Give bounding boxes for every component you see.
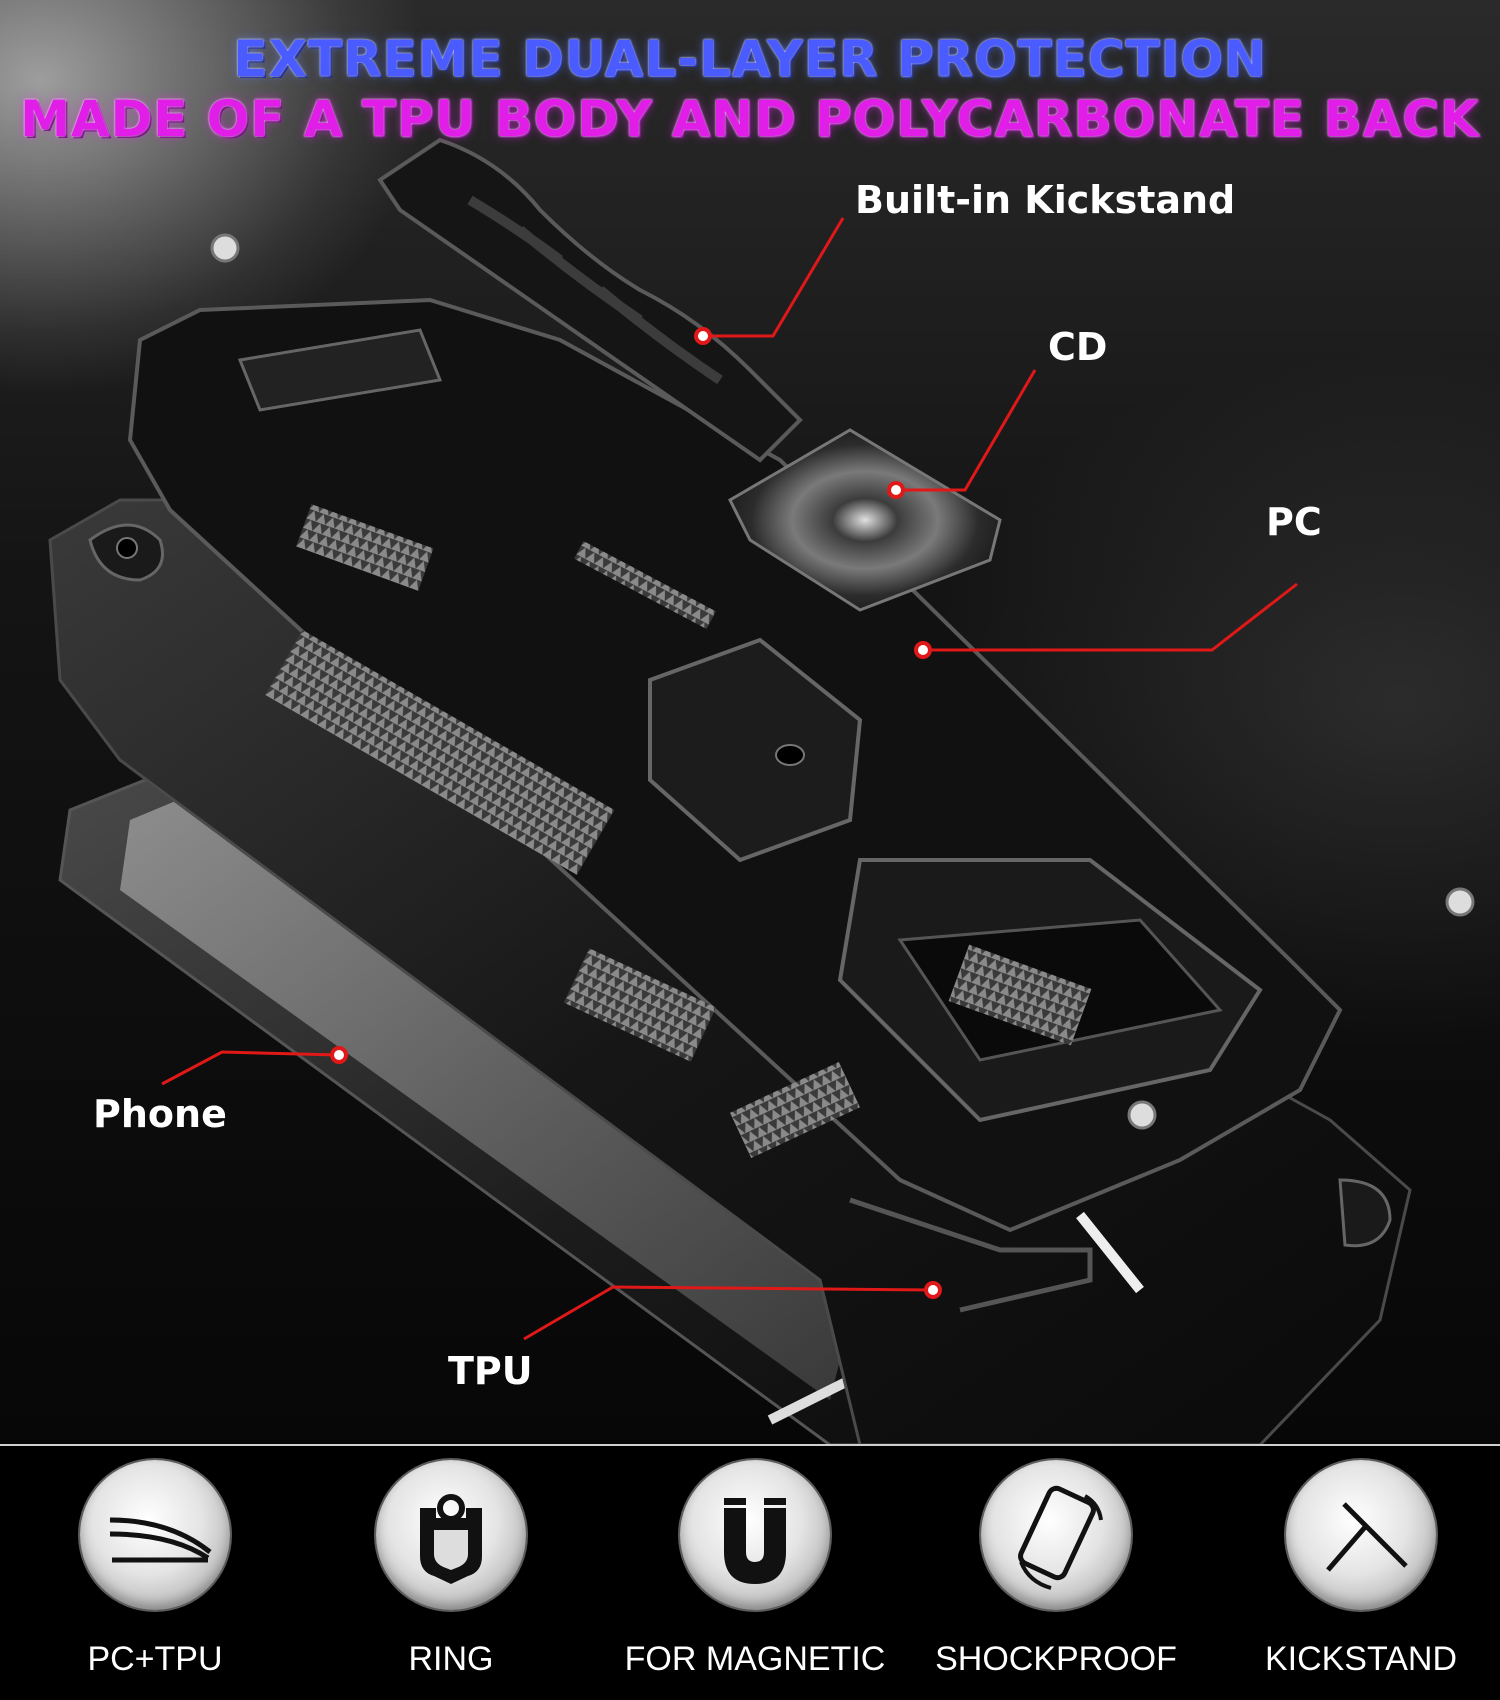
- feature-ring: RING: [301, 1460, 601, 1690]
- product-showcase: EXTREME DUAL-LAYER PROTECTION MADE OF A …: [0, 0, 1500, 1445]
- leader-pc: [923, 582, 1298, 652]
- feature-label: PC+TPU: [87, 1640, 223, 1678]
- callout-tpu: TPU: [448, 1349, 533, 1393]
- feature-label: KICKSTAND: [1264, 1640, 1458, 1678]
- pc-layer: [127, 297, 1343, 1233]
- screw-decor: [210, 233, 1475, 1130]
- leader-dots: [330, 327, 942, 1299]
- exploded-phone-case-illustration: [48, 137, 1475, 1445]
- feature-label: RING: [408, 1640, 494, 1678]
- headline-secondary: MADE OF A TPU BODY AND POLYCARBONATE BAC…: [20, 90, 1480, 148]
- feature-kickstand: KICKSTAND: [1211, 1460, 1500, 1690]
- layers-curve-icon: [80, 1460, 230, 1610]
- kickstand-part: [377, 137, 803, 463]
- section-divider: [0, 1444, 1500, 1446]
- leader-phone: [161, 1050, 340, 1086]
- feature-magnetic: FOR MAGNETIC: [605, 1460, 905, 1690]
- feature-label: SHOCKPROOF: [935, 1640, 1177, 1678]
- callout-kickstand: Built-in Kickstand: [855, 178, 1236, 222]
- feature-shockproof: SHOCKPROOF: [906, 1460, 1206, 1690]
- leader-lines: [161, 217, 1298, 1341]
- shockproof-phone-icon: [981, 1460, 1131, 1610]
- feature-pc-tpu: PC+TPU: [5, 1460, 305, 1690]
- feature-bar: PC+TPU RING FOR MAGNETIC: [0, 1446, 1500, 1700]
- callout-pc: PC: [1266, 500, 1322, 544]
- feature-label: FOR MAGNETIC: [624, 1640, 886, 1678]
- leader-kickstand: [703, 217, 845, 338]
- callout-cd: CD: [1048, 325, 1108, 369]
- leader-cd: [896, 369, 1037, 492]
- headline-primary: EXTREME DUAL-LAYER PROTECTION: [233, 30, 1267, 88]
- cd-plate: [728, 428, 1002, 612]
- magnet-icon: [680, 1460, 830, 1610]
- leader-tpu: [523, 1285, 934, 1341]
- callout-phone: Phone: [93, 1092, 227, 1136]
- kickstand-icon: [1286, 1460, 1436, 1610]
- ring-icon: [376, 1460, 526, 1610]
